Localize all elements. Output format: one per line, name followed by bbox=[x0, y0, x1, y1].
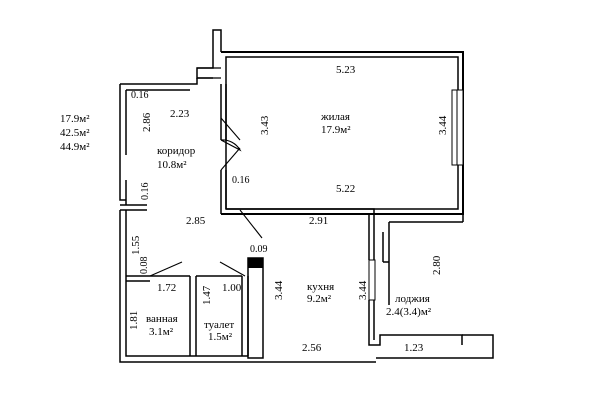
loggia-name: лоджия bbox=[395, 293, 430, 305]
dim-kitchen-niche: 0.09 bbox=[250, 244, 268, 255]
dim-toilet-height: 1.47 bbox=[201, 285, 213, 305]
toilet-area: 1.5м² bbox=[208, 331, 233, 343]
corridor-walls bbox=[119, 78, 227, 214]
dim-corridor-top-offset: 0.16 bbox=[131, 90, 149, 101]
total-area: 42.5м² bbox=[60, 127, 90, 139]
living-room-name: жилая bbox=[320, 111, 350, 123]
dim-living-bottom: 5.22 bbox=[336, 183, 355, 195]
dim-hall-width: 2.85 bbox=[186, 215, 206, 227]
toilet-name: туалет bbox=[204, 319, 234, 331]
dim-living-top: 5.23 bbox=[336, 64, 356, 76]
loggia-area: 2.4(3.4)м² bbox=[386, 306, 432, 318]
dim-corridor-left-height: 2.86 bbox=[141, 112, 153, 132]
dim-toilet-width: 1.00 bbox=[222, 282, 242, 294]
kitchen-window bbox=[368, 259, 376, 301]
dim-living-right: 3.44 bbox=[437, 115, 449, 135]
total-area-with-loggia: 44.9м² bbox=[60, 141, 90, 153]
corridor-area: 10.8м² bbox=[157, 159, 187, 171]
bathroom-name: ванная bbox=[146, 313, 178, 325]
total-living-area: 17.9м² bbox=[60, 113, 90, 125]
dim-corridor-top-width: 2.23 bbox=[170, 108, 190, 120]
dim-loggia-width: 1.23 bbox=[404, 342, 424, 354]
dim-hall-partition: 0.08 bbox=[139, 257, 150, 275]
corridor-name: коридор bbox=[157, 145, 196, 157]
kitchen-area: 9.2м² bbox=[307, 293, 332, 305]
dim-bath-height: 1.81 bbox=[128, 311, 140, 330]
bathroom-walls bbox=[119, 210, 376, 363]
dim-bath-width: 1.72 bbox=[157, 282, 176, 294]
dim-kitchen-right: 3.44 bbox=[357, 280, 369, 300]
kitchen-name: кухня bbox=[307, 281, 334, 293]
bathroom-area: 3.1м² bbox=[149, 326, 174, 338]
doors bbox=[149, 117, 263, 277]
dim-hall-left-height: 1.55 bbox=[130, 235, 142, 255]
dim-kitchen-bottom: 2.56 bbox=[302, 342, 322, 354]
dim-loggia-height: 2.80 bbox=[431, 255, 443, 275]
kitchen-walls bbox=[226, 208, 463, 359]
dim-corridor-left-offset: 0.16 bbox=[140, 183, 151, 201]
dim-kitchen-top: 2.91 bbox=[309, 215, 328, 227]
dim-kitchen-left: 3.44 bbox=[273, 280, 285, 300]
loggia-walls bbox=[376, 214, 494, 359]
ventilation-shaft bbox=[248, 258, 263, 268]
dim-corridor-door-offset: 0.16 bbox=[232, 175, 250, 186]
living-room-area: 17.9м² bbox=[321, 124, 351, 136]
dim-living-left: 3.43 bbox=[259, 115, 271, 135]
